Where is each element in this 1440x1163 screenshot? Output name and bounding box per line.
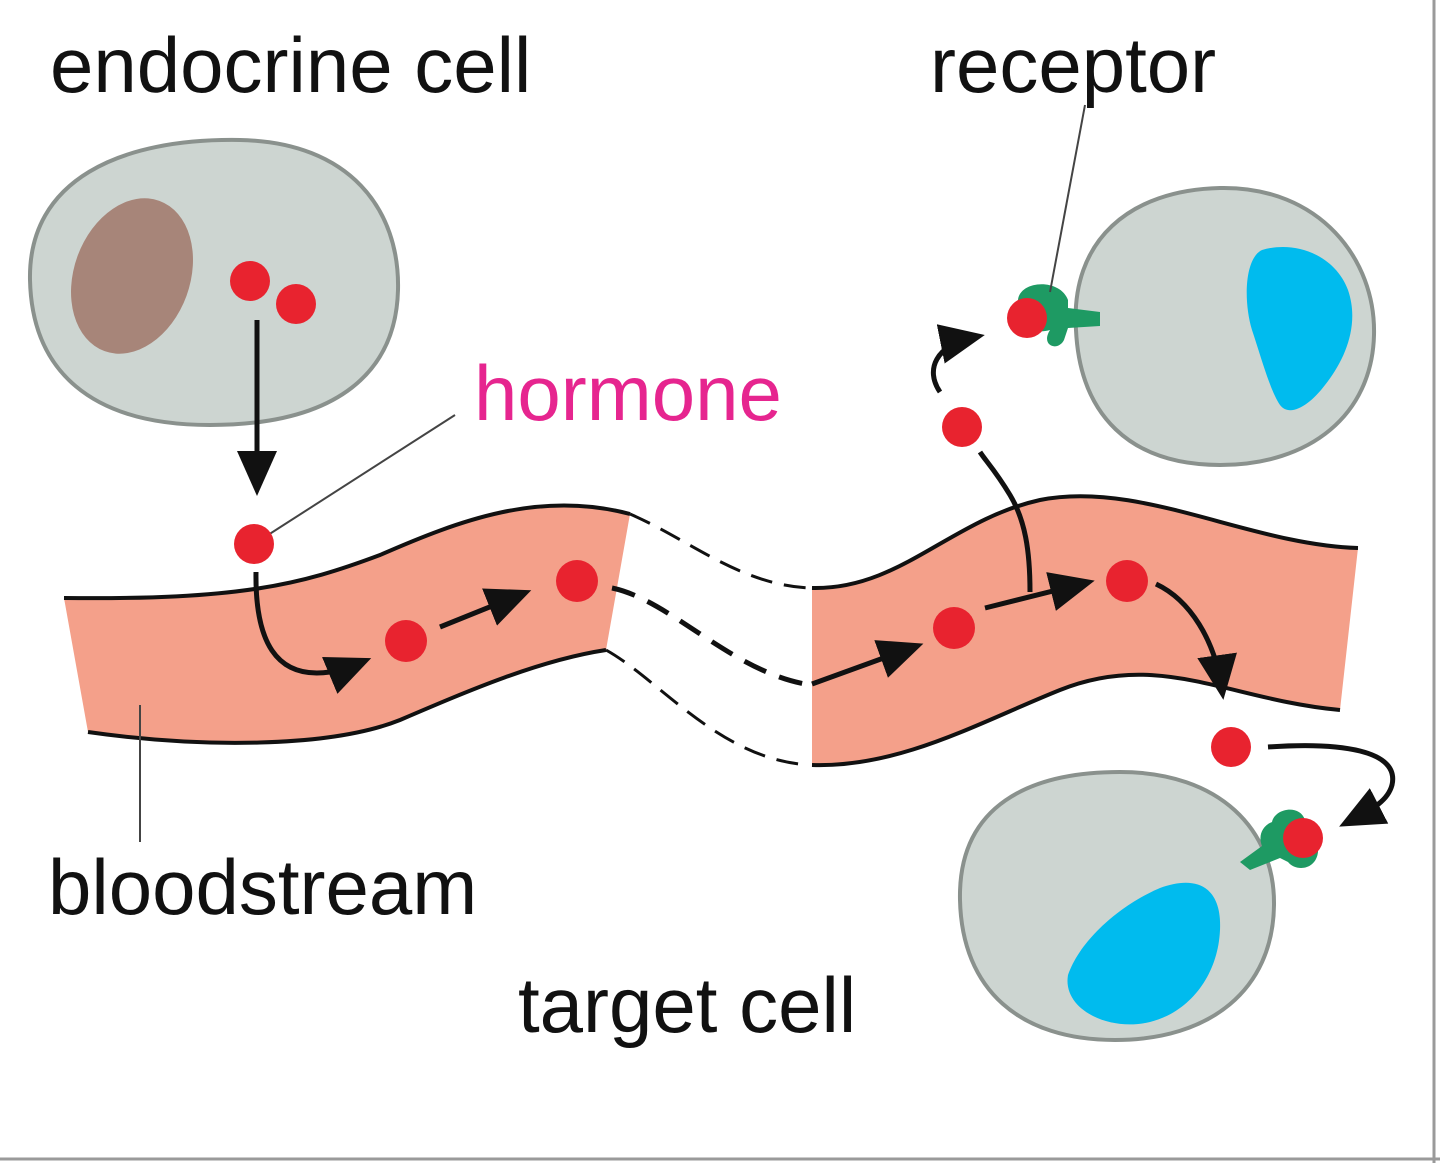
target-cell-lower [957, 769, 1323, 1043]
vessel-segment-left [64, 505, 630, 743]
hormone-molecule [385, 620, 427, 662]
vessel-wall-bottom-right [811, 672, 1341, 768]
exit-arrow-upper [977, 450, 1033, 593]
vessel-wall-top-right [811, 494, 1359, 591]
flow-arrow [253, 571, 372, 694]
target-cell-label: target cell [518, 961, 856, 1049]
target-nucleus [1067, 882, 1221, 1025]
endocrine-cell [27, 137, 401, 428]
exit-arrow-lower [1154, 581, 1237, 700]
hormone-molecule [942, 407, 982, 447]
hormone-molecule [1106, 560, 1148, 602]
vessel-segment-right [812, 496, 1358, 766]
flow-arrow [439, 588, 532, 630]
receptor-leader-line [1049, 104, 1086, 293]
vessel-wall-dashed-bottom [605, 648, 811, 767]
vessel-wall-dashed-top [629, 512, 811, 590]
bloodstream-vessel [63, 494, 1359, 768]
target-nucleus [1246, 246, 1353, 411]
binding-arrow-lower [1267, 743, 1396, 827]
bound-hormone [1007, 298, 1047, 338]
flow-arrow [811, 640, 924, 687]
bloodstream-label: bloodstream [48, 843, 477, 931]
flow-arrow [984, 572, 1095, 611]
binding-arrow-upper [930, 324, 985, 394]
vessel-wall-top-left [63, 503, 631, 601]
hormone-molecule [234, 524, 274, 564]
receptor-label: receptor [930, 21, 1216, 109]
hormone-label: hormone [474, 349, 782, 437]
target-cell-upper [1007, 185, 1377, 468]
hormone-granule [230, 261, 270, 301]
endocrine-cell-label: endocrine cell [50, 21, 531, 109]
bound-hormone [1283, 818, 1323, 858]
hormone-molecule [556, 560, 598, 602]
hormone-granule [276, 284, 316, 324]
vessel-wall-bottom-left [87, 648, 607, 745]
hormone-molecule [1211, 727, 1251, 767]
hormone-molecule [933, 607, 975, 649]
flow-dashed-line [611, 585, 806, 687]
hormone-leader-line [267, 414, 456, 536]
endocrine-nucleus [71, 198, 193, 354]
